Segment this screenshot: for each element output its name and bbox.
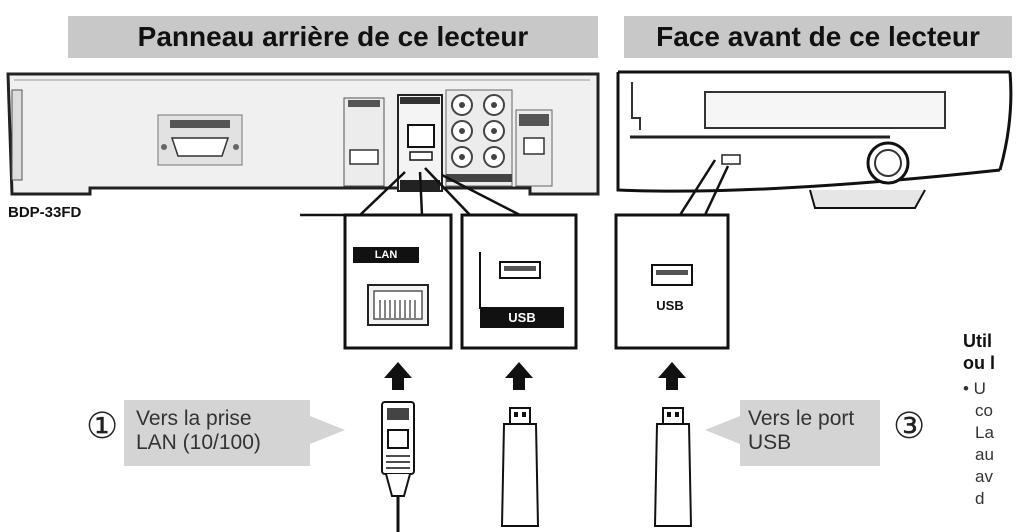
side-body-line: co <box>975 401 993 420</box>
usb-stick-rear <box>500 407 540 527</box>
side-body-line: • U <box>963 379 986 398</box>
side-title-line: Util <box>963 331 992 351</box>
side-body: • U co La au av d <box>963 378 1018 510</box>
zoom-front-usb-box <box>614 213 730 350</box>
audio-video-jacks <box>445 89 513 187</box>
front-panel-header: Face avant de ce lecteur <box>624 16 1012 58</box>
rear-panel-header: Panneau arrière de ce lecteur <box>68 16 598 58</box>
arrow-up-usb-front <box>658 362 686 390</box>
zoom-rear-usb-box <box>460 213 578 350</box>
hdmi-connector <box>343 97 385 187</box>
lan-port-label: LAN (10/100) <box>353 247 419 277</box>
rs232c-connector <box>157 114 243 166</box>
front-panel-device <box>616 70 1013 209</box>
rear-usb-port-label: USB <box>480 308 564 328</box>
usb-stick-front <box>653 407 693 527</box>
step-number-3: ③ <box>893 406 926 447</box>
lan-cable <box>381 401 415 532</box>
side-text-clipped: Util ou l • U co La au av d <box>963 330 1018 532</box>
callout-usb-text: Vers le port USB <box>748 407 855 454</box>
arrow-up-lan <box>384 362 412 390</box>
step-number-1: ① <box>86 406 119 447</box>
rear-panel-device <box>6 72 600 196</box>
digital-out-connector <box>515 109 553 187</box>
model-label: BDP-33FD <box>8 204 82 221</box>
front-usb-port-label: USB <box>656 298 684 313</box>
side-body-line: d <box>975 489 985 508</box>
insert-arrows <box>384 362 686 390</box>
callout-lan-text: Vers la prise LAN (10/100) <box>136 407 261 454</box>
arrow-up-usb-rear <box>505 362 533 390</box>
zoom-lan-box <box>343 213 453 350</box>
side-body-line: La <box>975 423 994 442</box>
callout-bubbles <box>124 400 880 466</box>
side-body-line: av <box>975 467 993 486</box>
side-body-line: au <box>975 445 994 464</box>
side-title-line: ou l <box>963 353 995 373</box>
side-title: Util ou l <box>963 330 1018 374</box>
